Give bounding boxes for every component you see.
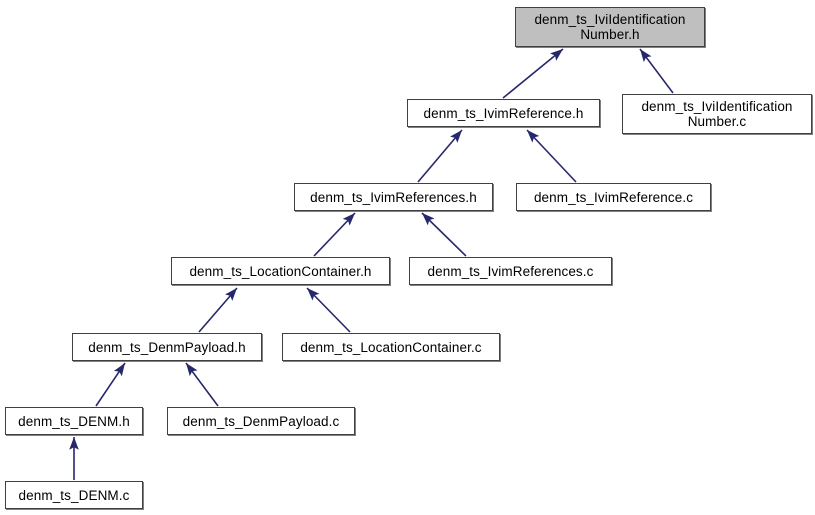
graph-node-denm_ts_IvimReference-h[interactable]: denm_ts_IvimReference.h [407, 99, 600, 127]
graph-node-denm_ts_IvimReferences-c[interactable]: denm_ts_IvimReferences.c [409, 257, 612, 285]
dependency-edge [313, 212, 356, 257]
graph-node-denm_ts_DENM-c[interactable]: denm_ts_DENM.c [5, 481, 143, 509]
graph-node-denm_ts_IvimReference-c[interactable]: denm_ts_IvimReference.c [516, 183, 711, 211]
graph-node-denm_ts_DenmPayload-h[interactable]: denm_ts_DenmPayload.h [72, 333, 262, 361]
graph-node-denm_ts_DenmPayload-c[interactable]: denm_ts_DenmPayload.c [167, 407, 355, 435]
dependency-edge [95, 362, 126, 407]
dependency-edge [185, 362, 219, 407]
dependency-edge [639, 48, 674, 94]
dependency-edge [421, 212, 467, 257]
dependency-edge [198, 287, 238, 333]
dependency-edge [526, 129, 577, 183]
graph-node-denm_ts_LocationContainer-c[interactable]: denm_ts_LocationContainer.c [282, 333, 500, 361]
dependency-edge [417, 129, 463, 183]
graph-node-denm_ts_DENM-h[interactable]: denm_ts_DENM.h [5, 407, 143, 435]
graph-node-denm_ts_IviIdentificationNumber-h[interactable]: denm_ts_IviIdentification Number.h [515, 7, 705, 47]
graph-node-denm_ts_LocationContainer-h[interactable]: denm_ts_LocationContainer.h [171, 257, 390, 285]
dependency-edge [502, 48, 564, 99]
dependency-edge [306, 287, 351, 333]
graph-node-denm_ts_IvimReferences-h[interactable]: denm_ts_IvimReferences.h [294, 183, 493, 211]
graph-node-denm_ts_IviIdentificationNumber-c[interactable]: denm_ts_IviIdentification Number.c [622, 94, 812, 134]
